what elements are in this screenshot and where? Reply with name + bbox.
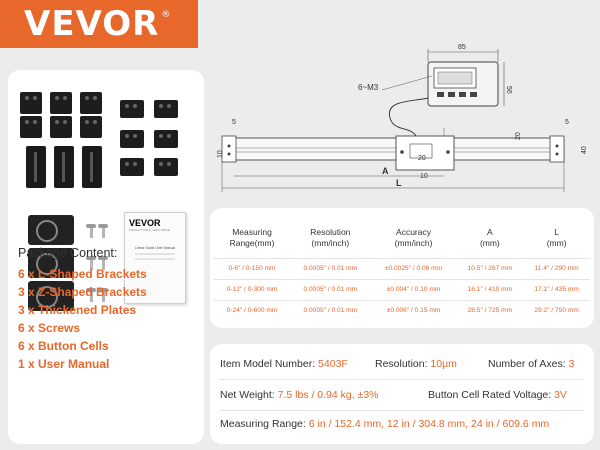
- weight-value: 7.5 lbs / 0.94 kg, ±3%: [277, 389, 379, 401]
- voltage-spec: Button Cell Rated Voltage: 3V: [428, 389, 567, 401]
- package-item: 6 x Button Cells: [18, 339, 109, 353]
- screw-image: [86, 224, 96, 238]
- voltage-value: 3V: [554, 389, 567, 401]
- manual-title: Linear Scale User Manual: [134, 246, 176, 250]
- package-item: 6 x L-Shaped Brackets: [18, 267, 147, 281]
- z-bracket-image: [154, 158, 178, 176]
- model-value: 5403F: [318, 358, 348, 370]
- table-cell: 0.0005" / 0.01 mm: [290, 278, 371, 300]
- dim-40-right: 40: [581, 146, 588, 154]
- dim-height: 56: [505, 86, 512, 94]
- screw-image: [98, 256, 108, 270]
- dim-20-side: 20: [515, 132, 522, 140]
- range-label: Measuring Range:: [220, 418, 306, 430]
- package-item: 6 x Screws: [18, 321, 81, 335]
- table-cell: 16.1" / 410 mm: [456, 278, 524, 300]
- button-cell-pack-image: [28, 215, 74, 245]
- z-bracket-image: [120, 100, 144, 118]
- screw-spec: 6~M3: [358, 83, 379, 92]
- package-panel: VEVOR TOUGH TOOLS, HALF PRICE Linear Sca…: [8, 70, 204, 444]
- table-cell: 0-12" / 0-300 mm: [214, 278, 291, 300]
- brand-name: VEVOR: [24, 4, 160, 44]
- z-bracket-image: [120, 130, 144, 148]
- package-heading: Package Content:: [18, 246, 118, 260]
- l-bracket-image: [20, 92, 42, 114]
- table-cell: 0-24" / 0-600 mm: [214, 299, 291, 321]
- table-cell: ±0.004" / 0.10 mm: [370, 278, 457, 300]
- table-cell: 29.2" / 750 mm: [523, 299, 590, 321]
- label-l: L: [396, 178, 402, 188]
- screw-image: [98, 224, 108, 238]
- thickened-plate-image: [54, 146, 74, 188]
- resolution-value: 10μm: [430, 358, 457, 370]
- screw-image: [98, 288, 108, 302]
- table-cell: ±0.006" / 0.15 mm: [370, 299, 457, 321]
- label-a: A: [382, 166, 389, 176]
- z-bracket-image: [120, 158, 144, 176]
- dim-10-left: 10: [217, 150, 224, 158]
- table-row: 0-12" / 0-300 mm 0.0005" / 0.01 mm ±0.00…: [214, 278, 590, 300]
- thickened-plate-image: [82, 146, 102, 188]
- col-header-resolution: Resolution(mm/inch): [310, 226, 351, 248]
- l-bracket-image: [50, 116, 72, 138]
- package-item: 3 x Z-Shaped Brackets: [18, 285, 147, 299]
- z-bracket-image: [154, 130, 178, 148]
- dim-10-head: 10: [420, 173, 428, 180]
- manual-logo: VEVOR: [129, 218, 161, 228]
- table-cell: ±0.0025" / 0.06 mm: [370, 257, 457, 279]
- key-specs-panel: Item Model Number: 5403F Resolution: 10μ…: [210, 344, 594, 444]
- package-item: 1 x User Manual: [18, 357, 110, 371]
- weight-label: Net Weight:: [220, 389, 275, 401]
- dim-5-left: 5: [232, 119, 236, 126]
- range-value: 6 in / 152.4 mm, 12 in / 304.8 mm, 24 in…: [308, 418, 550, 430]
- col-header-a: A(mm): [479, 226, 500, 248]
- manual-subtitle: TOUGH TOOLS, HALF PRICE: [129, 228, 171, 232]
- col-header-accuracy: Accuracy(mm/inch): [394, 226, 433, 248]
- table-cell: 0.0005" / 0.01 mm: [290, 299, 371, 321]
- col-header-l: L(mm): [546, 226, 567, 248]
- table-cell: 28.5" / 725 mm: [456, 299, 524, 321]
- l-bracket-image: [80, 116, 102, 138]
- table-row: 0-24" / 0-600 mm 0.0005" / 0.01 mm ±0.00…: [214, 299, 590, 321]
- user-manual-image: VEVOR TOUGH TOOLS, HALF PRICE Linear Sca…: [124, 212, 186, 304]
- dim-20-head: 20: [418, 155, 426, 162]
- table-cell: 0-6" / 0-150 mm: [214, 257, 291, 279]
- axes-spec: Number of Axes: 3: [488, 358, 575, 370]
- dim-5-right: 5: [565, 119, 569, 126]
- table-cell: 17.1" / 435 mm: [523, 278, 590, 300]
- thickened-plate-image: [26, 146, 46, 188]
- vevor-logo: VEVOR®: [0, 0, 198, 48]
- dimension-diagram: 85 56 6~M3 20 10 20 10 5 5 40 A L: [217, 44, 588, 192]
- dim-width: 85: [458, 44, 466, 51]
- model-label: Item Model Number:: [220, 358, 316, 370]
- screw-image: [86, 256, 96, 270]
- screw-image: [86, 288, 96, 302]
- package-item: 3 x Thickened Plates: [18, 303, 137, 317]
- package-list: 6 x L-Shaped Brackets 3 x Z-Shaped Brack…: [18, 265, 147, 373]
- l-bracket-image: [20, 116, 42, 138]
- l-bracket-image: [50, 92, 72, 114]
- table-cell: 11.4" / 290 mm: [523, 257, 590, 279]
- registered-mark: ®: [161, 10, 172, 20]
- table-row: 0-6" / 0-150 mm 0.0005" / 0.01 mm ±0.002…: [214, 257, 590, 279]
- table-cell: 10.5" / 267 mm: [456, 257, 524, 279]
- l-bracket-image: [80, 92, 102, 114]
- button-cell-pack-image: [28, 281, 74, 311]
- table-cell: 0.0005" / 0.01 mm: [290, 257, 371, 279]
- button-cell-pack-image: [28, 248, 74, 278]
- z-bracket-image: [154, 100, 178, 118]
- resolution-spec: Resolution: 10μm: [375, 358, 457, 370]
- axes-value: 3: [568, 358, 575, 370]
